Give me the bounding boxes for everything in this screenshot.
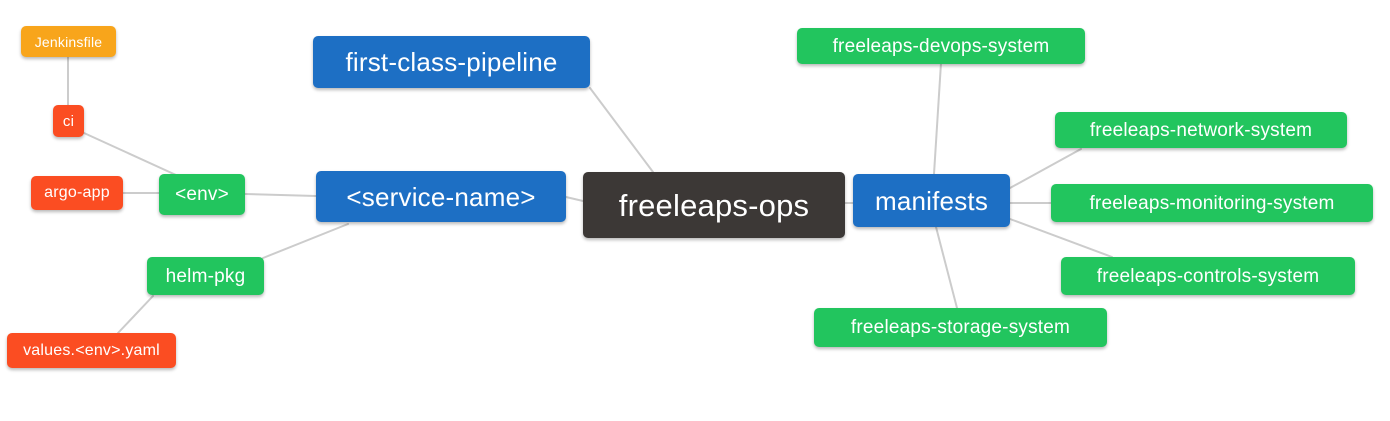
node-first-class-pipeline[interactable]: first-class-pipeline (313, 36, 590, 88)
node-service-name[interactable]: <service-name> (316, 171, 566, 222)
edge-manifests-to-freeleaps-network-system (1009, 148, 1082, 189)
edge-env-to-service-name (244, 193, 317, 197)
edge-helm-pkg-to-service-name (262, 223, 349, 259)
node-freeleaps-monitoring-system[interactable]: freeleaps-monitoring-system (1051, 184, 1373, 222)
edge-manifests-to-freeleaps-controls-system (1009, 218, 1113, 258)
node-values-env-yaml[interactable]: values.<env>.yaml (7, 333, 176, 368)
edge-values-env-yaml-to-helm-pkg (117, 295, 154, 334)
edge-service-name-to-freeleaps-ops (565, 196, 584, 202)
edge-manifests-to-freeleaps-devops-system (933, 62, 942, 175)
edge-manifests-to-freeleaps-storage-system (935, 226, 958, 309)
node-freeleaps-controls-system[interactable]: freeleaps-controls-system (1061, 257, 1355, 295)
node-env[interactable]: <env> (159, 174, 245, 215)
node-freeleaps-storage-system[interactable]: freeleaps-storage-system (814, 308, 1107, 347)
node-freeleaps-devops-system[interactable]: freeleaps-devops-system (797, 28, 1085, 64)
node-argo-app[interactable]: argo-app (31, 176, 123, 210)
node-manifests[interactable]: manifests (853, 174, 1010, 227)
node-jenkinsfile[interactable]: Jenkinsfile (21, 26, 116, 57)
edge-ci-to-env (83, 132, 177, 176)
node-freeleaps-ops[interactable]: freeleaps-ops (583, 172, 845, 238)
node-freeleaps-network-system[interactable]: freeleaps-network-system (1055, 112, 1347, 148)
node-helm-pkg[interactable]: helm-pkg (147, 257, 264, 295)
node-ci[interactable]: ci (53, 105, 84, 137)
edge-first-class-pipeline-to-freeleaps-ops (589, 87, 654, 173)
